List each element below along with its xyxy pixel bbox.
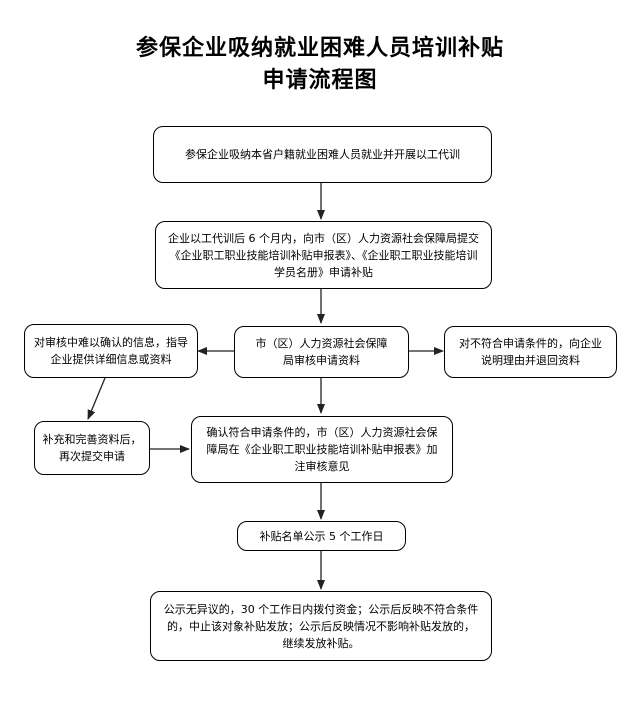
node-submit: 企业以工代训后 6 个月内，向市（区）人力资源社会保障局提交《企业职工职业技能培… <box>155 221 492 289</box>
diagram-title-line2: 申请流程图 <box>262 68 378 93</box>
node-final: 公示无异议的，30 个工作日内拨付资金；公示后反映不符合条件的，中止该对象补贴发… <box>150 591 492 661</box>
node-supplement-text: 补充和完善资料后，再次提交申请 <box>42 433 142 463</box>
node-submit-text: 企业以工代训后 6 个月内，向市（区）人力资源社会保障局提交《企业职工职业技能培… <box>168 231 479 279</box>
node-publicize-text: 补贴名单公示 5 个工作日 <box>259 529 384 543</box>
node-reject-text: 对不符合申请条件的，向企业说明理由并退回资料 <box>459 337 602 367</box>
node-start-text: 参保企业吸纳本省户籍就业困难人员就业并开展以工代训 <box>185 148 460 161</box>
node-publicize: 补贴名单公示 5 个工作日 <box>237 521 406 551</box>
arrow-guide-to-supplement <box>87 377 106 420</box>
node-guide: 对审核中难以确认的信息，指导企业提供详细信息或资料 <box>24 324 198 378</box>
node-guide-text: 对审核中难以确认的信息，指导企业提供详细信息或资料 <box>34 336 188 366</box>
node-review-text: 市（区）人力资源社会保障局审核申请资料 <box>255 337 388 367</box>
node-reject: 对不符合申请条件的，向企业说明理由并退回资料 <box>444 326 617 378</box>
node-final-text: 公示无异议的，30 个工作日内拨付资金；公示后反映不符合条件的，中止该对象补贴发… <box>163 602 479 650</box>
diagram-title-line1: 参保企业吸纳就业困难人员培训补贴 <box>135 36 504 61</box>
node-supplement: 补充和完善资料后，再次提交申请 <box>34 421 150 475</box>
node-confirm-text: 确认符合申请条件的，市（区）人力资源社会保障局在《企业职工职业技能培训补贴申报表… <box>206 426 438 473</box>
node-confirm: 确认符合申请条件的，市（区）人力资源社会保障局在《企业职工职业技能培训补贴申报表… <box>191 416 453 483</box>
node-review: 市（区）人力资源社会保障局审核申请资料 <box>234 326 409 378</box>
node-start: 参保企业吸纳本省户籍就业困难人员就业并开展以工代训 <box>153 126 492 183</box>
